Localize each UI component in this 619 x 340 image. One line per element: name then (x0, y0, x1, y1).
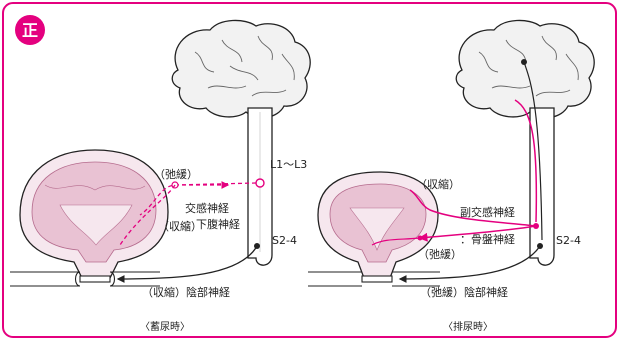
pelvic-ganglion (418, 236, 423, 241)
detrusor-state-label: （弛緩） (154, 167, 198, 181)
detrusor-state-label: （収縮） (416, 177, 460, 191)
voiding-caption: 〈排尿時〉 (443, 320, 493, 333)
brain-icon (172, 20, 310, 117)
nerve-name-label: 副交感神経 (460, 205, 515, 219)
sacral-level-label: S2-4 (556, 234, 581, 247)
storage-caption: 〈蓄尿時〉 (140, 321, 190, 333)
storage-panel: L1〜L3 S2-4 （弛緩） （収縮） 交感神経 ：下腹神経 （収縮）陰部神経… (10, 20, 310, 333)
pudendal-label: （収縮）陰部神経 (142, 285, 230, 299)
pudendal-label: （弛緩）陰部神経 (420, 285, 508, 299)
voiding-panel: （収縮） 副交感神経 ：骨盤神経 （弛緩） S2-4 （弛緩）陰部神経 〈排尿時… (308, 20, 594, 333)
nerve-name-label: 交感神経 (185, 201, 229, 215)
correct-badge: 正 (15, 15, 45, 45)
bladder-icon (20, 150, 168, 278)
spinal-level-label: L1〜L3 (270, 158, 307, 171)
sacral-level-label: S2-4 (272, 234, 297, 247)
badge-label: 正 (22, 21, 38, 40)
nerve-branch-label: ：骨盤神経 (460, 232, 515, 246)
neck-state-label: （弛緩） (418, 247, 462, 261)
brain-icon (456, 20, 594, 117)
spinal-cord-icon (530, 108, 554, 265)
nerve-branch-label: ：下腹神経 (185, 217, 240, 231)
sympathetic-neuron-dot (256, 179, 264, 187)
